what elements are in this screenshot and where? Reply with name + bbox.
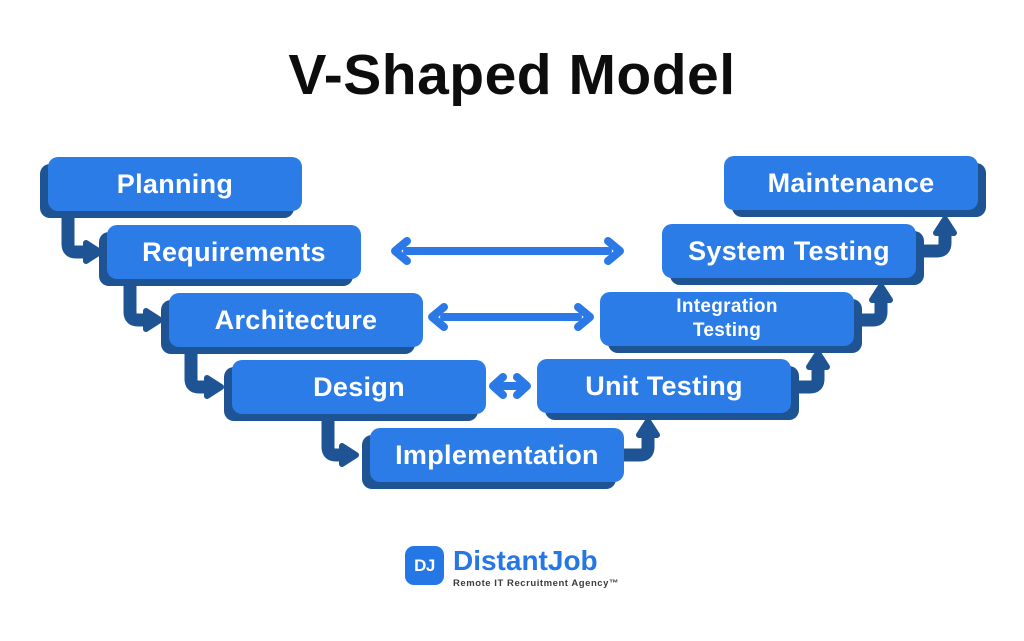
phase-label: Implementation: [395, 439, 599, 470]
phase-label: Architecture: [214, 304, 378, 335]
connector-requirements-to-architecture: [123, 251, 155, 327]
dj-monogram-icon: DJ: [404, 546, 444, 585]
phase-box-design: Design: [232, 360, 486, 414]
phase-label: Unit Testing: [585, 370, 743, 401]
phase-label: Maintenance: [767, 167, 935, 198]
connector-unit-testing-to-integration-testing: [763, 358, 825, 394]
logo-monogram: DJ: [414, 555, 435, 575]
arrow-design-unit-testing: [489, 373, 531, 399]
connector-arrowhead-up-icon: [636, 418, 660, 438]
connector-arrowhead-right-icon: [143, 308, 163, 332]
arrow-requirements-system-testing: [391, 237, 624, 265]
connector-arrowhead-right-icon: [339, 443, 359, 467]
connector-planning-to-requirements: [61, 183, 95, 259]
phase-label: Planning: [116, 168, 234, 199]
phase-box-implementation: Implementation: [370, 428, 624, 482]
connector-arrowhead-up-icon: [933, 216, 957, 236]
connector-system-testing-to-maintenance: [888, 224, 952, 258]
phase-box-planning: Planning: [48, 157, 302, 211]
distantjob-logo: DJ DistantJob Remote IT Recruitment Agen…: [0, 546, 1024, 589]
connector-design-to-implementation: [321, 387, 351, 462]
connector-architecture-to-design: [184, 319, 216, 394]
phase-box-unit-testing: Unit Testing: [537, 359, 791, 413]
logo-text-block: DistantJob Remote IT Recruitment Agency™: [452, 545, 620, 590]
phase-label: Design: [313, 371, 405, 402]
phase-box-maintenance: Maintenance: [724, 156, 978, 210]
connector-arrowhead-right-icon: [83, 240, 103, 264]
phase-box-architecture: Architecture: [169, 293, 423, 347]
connector-arrowhead-up-icon: [806, 350, 830, 370]
phase-box-system-testing: System Testing: [662, 224, 916, 278]
phase-label: Integration Testing: [676, 296, 778, 341]
arrow-architecture-integration-testing: [428, 303, 594, 331]
diagram-title: V-Shaped Model: [288, 43, 736, 107]
phase-label: Requirements: [142, 236, 326, 267]
connector-arrowhead-up-icon: [869, 283, 893, 303]
phase-box-requirements: Requirements: [107, 225, 361, 279]
connector-implementation-to-unit-testing: [593, 426, 655, 462]
connector-integration-testing-to-system-testing: [828, 291, 888, 327]
phase-box-integration-testing: Integration Testing: [600, 292, 854, 346]
logo-wordmark: DistantJob: [452, 545, 598, 576]
connector-arrowhead-right-icon: [204, 375, 224, 399]
phase-label: System Testing: [688, 235, 890, 266]
logo-tagline: Remote IT Recruitment Agency™: [452, 578, 620, 590]
